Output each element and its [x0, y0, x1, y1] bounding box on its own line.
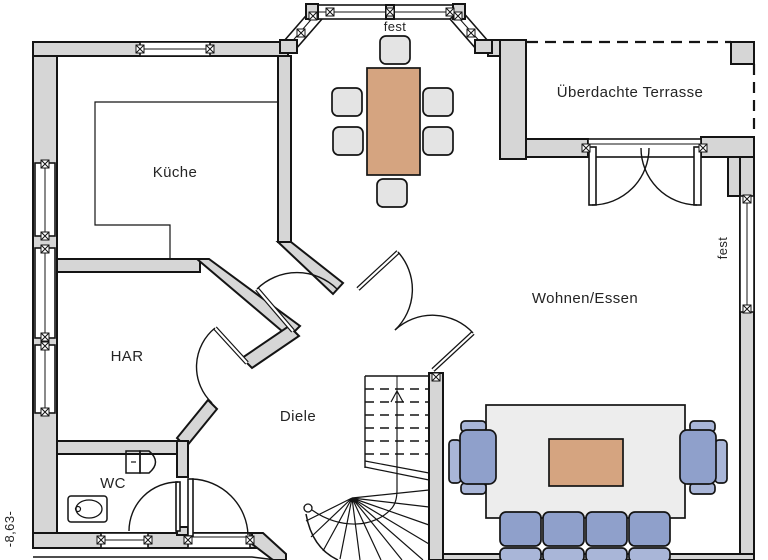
- armchair-left: [448, 420, 497, 495]
- dining-chair: [332, 126, 364, 156]
- room-label-terrace: Überdachte Terrasse: [557, 83, 704, 101]
- plinth-line: [33, 556, 277, 560]
- hall-diagonal-wall-2: [240, 324, 301, 370]
- sofa-back-cushion: [542, 547, 585, 560]
- terrace-dashed-boundary: [527, 40, 756, 136]
- wc-east-wall: [176, 440, 189, 478]
- sofa-cushion: [499, 511, 542, 547]
- wc-fixtures: [67, 450, 157, 523]
- dining-chair: [422, 87, 454, 117]
- door-entrance: [183, 478, 255, 549]
- stair-winder-treads: [305, 489, 430, 560]
- sofa-back-cushion: [585, 547, 628, 560]
- fixed-window-label-right: fest: [715, 237, 730, 260]
- kitchen-east-wall: [277, 55, 292, 243]
- bay-pier-bl: [279, 39, 298, 54]
- dining-chair: [376, 178, 408, 208]
- sofa-back-cushion: [628, 547, 671, 560]
- living-north-wall-left: [525, 138, 589, 158]
- south-wall-diagonal: [251, 532, 287, 560]
- french-door-terrace: [581, 138, 708, 206]
- living-north-wall-right: [700, 136, 755, 158]
- room-label-har: HAR: [111, 348, 144, 365]
- double-door-living: [356, 250, 475, 372]
- door-kitchen: [255, 271, 338, 333]
- room-label-kitchen: Küche: [153, 164, 198, 181]
- stair-wall: [428, 372, 444, 560]
- sofa: [499, 511, 671, 560]
- interior-walls: [56, 55, 444, 560]
- labels: Küche HAR Diele WC Wohnen/Essen Überdach…: [2, 19, 730, 547]
- wc-toilet: [125, 450, 157, 474]
- sofa-cushion: [542, 511, 585, 547]
- french-door-leaf-left: [588, 146, 597, 206]
- dining-chair: [331, 87, 363, 117]
- terrace-west-wall: [499, 39, 527, 160]
- french-door-threshold: [587, 138, 702, 158]
- kitchen-south-wall: [56, 258, 201, 273]
- door-wc: [128, 481, 181, 532]
- furniture-living: [448, 404, 728, 560]
- sofa-cushion: [628, 511, 671, 547]
- dining-table: [366, 67, 421, 176]
- bay-window: [279, 3, 493, 54]
- dimension-label: -8,63-: [2, 511, 17, 547]
- entrance-threshold: [187, 532, 251, 549]
- dining-chair: [379, 35, 411, 65]
- hall-diagonal-wall-3: [175, 398, 219, 449]
- stair-direction-arrow: [390, 389, 404, 403]
- terrace-column: [730, 41, 755, 65]
- stair-winder-edge: [305, 513, 339, 560]
- dining-chair: [422, 126, 454, 156]
- sofa-cushion: [585, 511, 628, 547]
- coffee-table: [548, 438, 624, 487]
- sofa-back-cushion: [499, 547, 542, 560]
- bay-pier-br: [474, 39, 493, 54]
- terrace: [527, 40, 756, 136]
- room-label-wc: WC: [100, 475, 126, 492]
- room-label-hall: Diele: [280, 408, 316, 425]
- french-door-leaf-right: [693, 146, 702, 206]
- room-label-living: Wohnen/Essen: [532, 290, 638, 307]
- armchair-right: [679, 420, 728, 495]
- wc-sink: [67, 495, 108, 523]
- hall-diagonal-wall-1: [194, 258, 302, 339]
- stair-walking-line: [303, 389, 404, 525]
- wc-north-wall: [56, 440, 181, 455]
- kitchen-counter: [94, 101, 278, 258]
- furniture-dining: [331, 35, 454, 208]
- stairs: [303, 375, 430, 560]
- doors: [128, 138, 708, 549]
- windows: [34, 41, 755, 549]
- entrance-door-leaf: [187, 478, 194, 537]
- door-har: [195, 326, 249, 404]
- fixed-window-label-top: fest: [384, 19, 407, 34]
